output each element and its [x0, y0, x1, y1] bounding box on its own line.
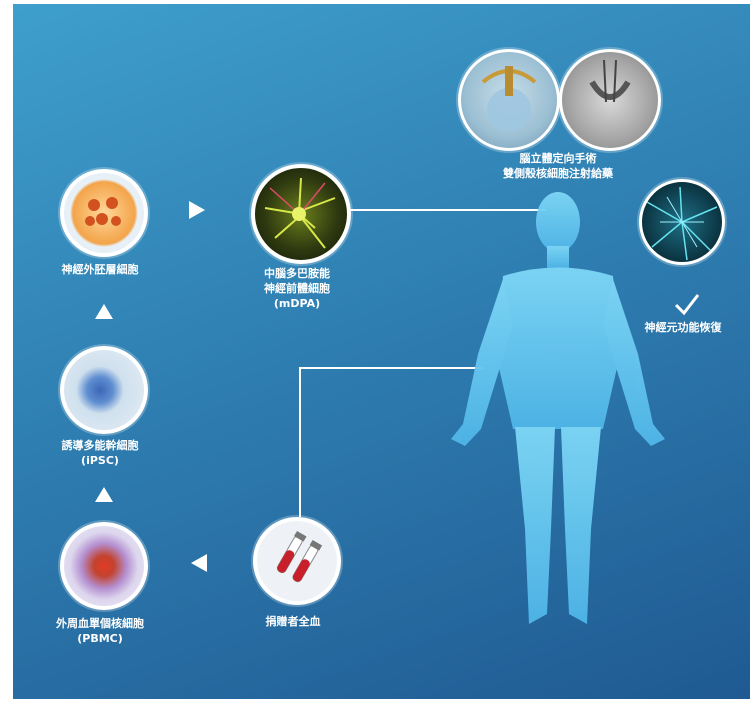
ipsc-label-line2: (iPSC) — [81, 454, 119, 467]
connector-mdpa-to-brain — [348, 209, 546, 211]
brain-injection-image — [559, 49, 661, 151]
pbmc-label: 外周血單個核細胞 (PBMC) — [43, 616, 157, 646]
surgery-label-line2: 雙側殼核細胞注射給藥 — [503, 167, 613, 180]
blood-tubes-image — [253, 517, 341, 605]
neuron-network-icon — [264, 177, 336, 249]
pbmc-label-line2: (PBMC) — [77, 632, 123, 645]
pbmc-cell-image — [60, 522, 148, 610]
neural-ectoderm-cell-image — [60, 169, 148, 257]
human-body-figure — [451, 192, 665, 624]
connector-body-horizontal — [299, 367, 483, 369]
cell-cluster-icon — [85, 197, 121, 226]
ipsc-label: 誘導多能幹細胞 (iPSC) — [47, 438, 153, 468]
ipsc-cell-image — [60, 346, 148, 434]
arrow-up-upper — [95, 304, 113, 319]
head-frame-icon — [481, 66, 537, 132]
neuron-recovery-label: 神經元功能恢復 — [644, 321, 722, 334]
mdpa-neuron-image — [251, 164, 351, 264]
neuron-recovery-image — [639, 179, 725, 265]
diagram-panel: 神經外胚層細胞 中腦多巴胺能 神經前體細胞 (mDPA) 誘導多能幹細胞 (iP… — [13, 4, 750, 699]
mdpa-label-line2: 神經前體細胞 — [264, 282, 330, 295]
ipsc-label-line1: 誘導多能幹細胞 — [61, 439, 139, 452]
mdpa-label-line1: 中腦多巴胺能 — [264, 267, 330, 280]
mdpa-label-line3: (mDPA) — [273, 297, 321, 310]
arrow-right — [189, 201, 205, 219]
neuron-glow-icon — [646, 186, 718, 261]
donor-blood-label: 捐贈者全血 — [265, 615, 321, 628]
surgery-label-line1: 腦立體定向手術 — [519, 152, 597, 165]
pbmc-label-line1: 外周血單個核細胞 — [56, 617, 144, 630]
connector-body-vertical — [299, 367, 301, 517]
mdpa-label: 中腦多巴胺能 神經前體細胞 (mDPA) — [239, 266, 355, 311]
arrow-up-lower — [95, 487, 113, 502]
arrow-left — [191, 554, 207, 572]
syringe-icon — [589, 59, 631, 103]
blood-tube-icon — [276, 530, 323, 583]
neural-ectoderm-label: 神經外胚層細胞 — [61, 263, 139, 276]
surgery-label: 腦立體定向手術 雙側殼核細胞注射給藥 — [483, 151, 633, 181]
stereotactic-frame-image — [458, 49, 560, 151]
checkmark-icon — [674, 294, 700, 316]
